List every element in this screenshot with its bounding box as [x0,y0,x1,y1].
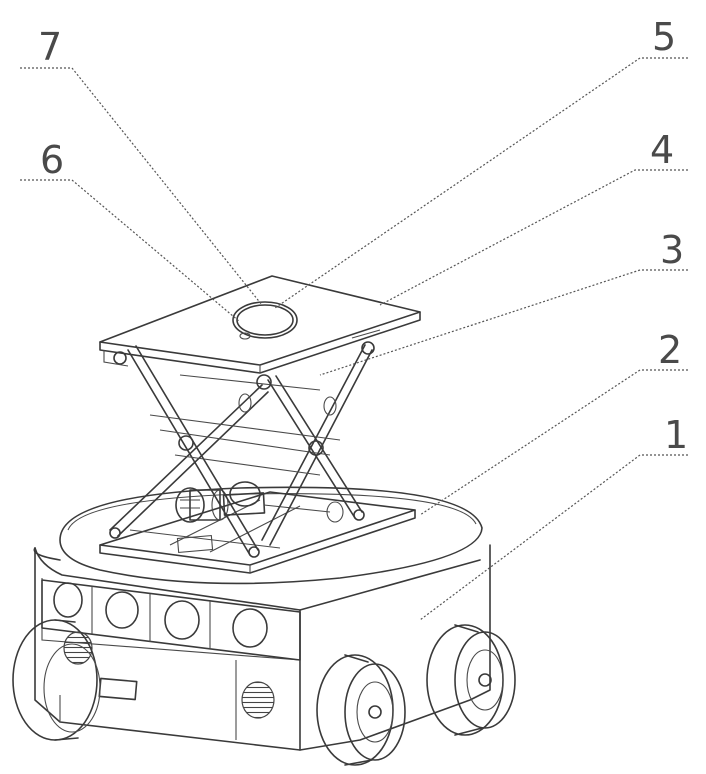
sensor-ring [232,301,298,340]
scissor-lift-frame [99,341,416,574]
callout-3: 3 [660,228,684,272]
wheel-front-right [316,654,406,766]
base-turntable [33,486,483,585]
speaker-grill-right [241,681,275,719]
drive-motor [175,481,344,523]
callout-labels: 7 6 5 4 3 2 1 [38,15,688,457]
callout-6: 6 [40,138,64,182]
leader-lines [20,57,688,621]
mobile-chassis [34,544,491,751]
callout-5: 5 [652,15,676,59]
ultrasonic-sensor-row [53,582,268,648]
wheel-front-left [12,619,101,741]
callout-2: 2 [658,328,682,372]
callout-1: 1 [664,413,688,457]
top-platform [99,275,421,374]
speaker-grill-left [63,631,93,665]
callout-7: 7 [38,25,62,69]
wheel-rear-right [426,624,516,736]
callout-4: 4 [650,128,674,172]
